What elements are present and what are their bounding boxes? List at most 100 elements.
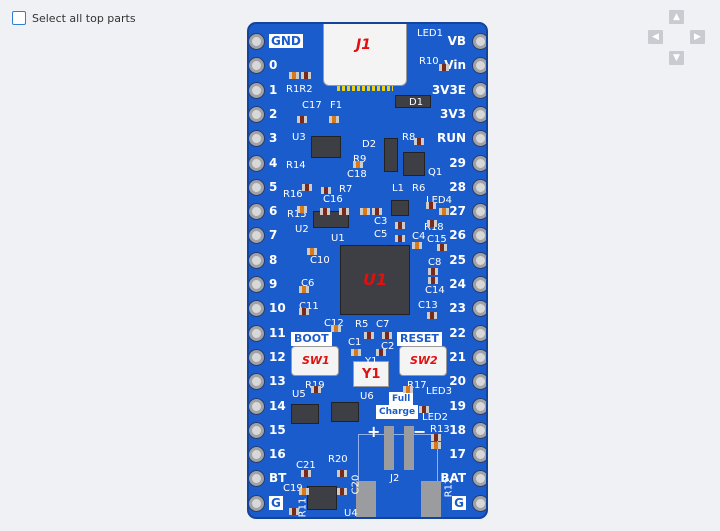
left-pin-hole[interactable] xyxy=(249,58,264,74)
smd-component[interactable] xyxy=(395,235,405,242)
smd-component[interactable] xyxy=(364,332,374,339)
component-label-c20[interactable]: C20 xyxy=(350,474,362,495)
u5-chip[interactable] xyxy=(291,404,319,424)
smd-component[interactable] xyxy=(427,312,437,319)
component-label-c4[interactable]: C4 xyxy=(412,231,426,242)
component-label-r9[interactable]: R9 xyxy=(353,154,367,165)
component-label-c21[interactable]: C21 xyxy=(296,460,316,471)
component-label-r15[interactable]: R15 xyxy=(287,209,307,220)
right-pin-hole[interactable] xyxy=(473,228,486,244)
component-label-r8[interactable]: R8 xyxy=(402,132,416,143)
smd-component[interactable] xyxy=(412,242,422,249)
component-label-d1[interactable]: D1 xyxy=(409,97,424,108)
component-label-c16[interactable]: C16 xyxy=(323,194,343,205)
component-label-led2[interactable]: LED2 xyxy=(422,412,448,423)
smd-component[interactable] xyxy=(302,184,312,191)
right-pin-hole[interactable] xyxy=(473,422,486,438)
left-pin-hole[interactable] xyxy=(249,179,264,195)
pan-down-button[interactable]: ▼ xyxy=(669,51,684,65)
component-label-l1[interactable]: L1 xyxy=(392,183,404,194)
u2-chip[interactable] xyxy=(313,211,349,228)
component-label-c7[interactable]: C7 xyxy=(376,319,390,330)
component-label-r13[interactable]: R13 xyxy=(430,424,450,435)
d2-diode[interactable] xyxy=(384,138,398,172)
right-pin-hole[interactable] xyxy=(473,34,486,49)
right-pin-hole[interactable] xyxy=(473,252,486,268)
smd-component[interactable] xyxy=(289,508,299,515)
usb-c-connector[interactable]: J1 xyxy=(323,24,407,86)
left-pin-hole[interactable] xyxy=(249,277,264,292)
right-pin-hole[interactable] xyxy=(473,106,486,122)
component-label-c17[interactable]: C17 xyxy=(302,100,322,111)
smd-component[interactable] xyxy=(437,244,447,251)
select-all-checkbox[interactable] xyxy=(12,11,26,25)
left-pin-hole[interactable] xyxy=(249,228,264,244)
left-pin-hole[interactable] xyxy=(249,252,264,268)
component-label-c2[interactable]: C2 xyxy=(381,341,395,352)
component-label-led3[interactable]: LED3 xyxy=(426,386,452,397)
component-label-c14[interactable]: C14 xyxy=(425,285,445,296)
pan-left-button[interactable]: ◀ xyxy=(648,30,663,44)
component-label-led4[interactable]: LED4 xyxy=(426,195,452,206)
right-pin-hole[interactable] xyxy=(473,447,486,463)
component-label-c10[interactable]: C10 xyxy=(310,255,330,266)
smd-component[interactable] xyxy=(360,208,370,215)
mcu-chip[interactable]: U1 xyxy=(340,245,410,315)
component-label-u3[interactable]: U3 xyxy=(292,132,306,143)
component-label-r10[interactable]: R10 xyxy=(419,56,439,67)
left-pin-hole[interactable] xyxy=(249,82,264,98)
left-pin-hole[interactable] xyxy=(249,422,264,438)
smd-component[interactable] xyxy=(395,222,405,229)
u4-chip[interactable] xyxy=(307,486,337,510)
smd-component[interactable] xyxy=(329,116,339,123)
component-label-r1r2[interactable]: R1R2 xyxy=(286,84,313,95)
component-label-u2[interactable]: U2 xyxy=(295,224,309,235)
battery-connector-j2[interactable] xyxy=(358,434,438,517)
smd-component[interactable] xyxy=(289,72,299,79)
smd-component[interactable] xyxy=(428,268,438,275)
right-pin-hole[interactable] xyxy=(473,204,486,220)
component-label-u4[interactable]: U4 xyxy=(344,508,358,519)
smd-component[interactable] xyxy=(372,208,382,215)
left-pin-hole[interactable] xyxy=(249,155,264,171)
smd-component[interactable] xyxy=(431,434,441,441)
component-label-c5[interactable]: C5 xyxy=(374,229,388,240)
smd-component[interactable] xyxy=(419,406,429,413)
pan-up-button[interactable]: ▲ xyxy=(669,10,684,24)
component-label-c15[interactable]: C15 xyxy=(427,234,447,245)
right-pin-hole[interactable] xyxy=(473,179,486,195)
component-label-r20[interactable]: R20 xyxy=(328,454,348,465)
pan-right-button[interactable]: ▶ xyxy=(690,30,705,44)
smd-component[interactable] xyxy=(337,470,347,477)
smd-component[interactable] xyxy=(301,72,311,79)
smd-component[interactable] xyxy=(331,325,341,332)
smd-component[interactable] xyxy=(337,488,347,495)
smd-component[interactable] xyxy=(301,470,311,477)
right-pin-hole[interactable] xyxy=(473,131,486,147)
right-pin-hole[interactable] xyxy=(473,495,486,511)
smd-component[interactable] xyxy=(297,206,307,213)
component-label-j2[interactable]: J2 xyxy=(390,473,400,484)
component-label-r14[interactable]: R14 xyxy=(286,160,306,171)
smd-component[interactable] xyxy=(403,386,413,393)
crystal-y1[interactable]: Y1 xyxy=(353,361,389,387)
component-label-c19[interactable]: C19 xyxy=(283,483,303,494)
smd-component[interactable] xyxy=(414,138,424,145)
right-pin-hole[interactable] xyxy=(473,82,486,98)
reset-switch[interactable]: SW2 xyxy=(399,346,447,376)
smd-component[interactable] xyxy=(353,161,363,168)
right-pin-hole[interactable] xyxy=(473,398,486,414)
component-label-r18[interactable]: R18 xyxy=(424,222,444,233)
smd-component[interactable] xyxy=(439,208,449,215)
component-label-c11[interactable]: C11 xyxy=(299,301,319,312)
component-label-r17[interactable]: R17 xyxy=(407,380,427,391)
right-pin-hole[interactable] xyxy=(473,58,486,74)
smd-component[interactable] xyxy=(427,220,437,227)
smd-component[interactable] xyxy=(431,442,441,449)
right-pin-hole[interactable] xyxy=(473,155,486,171)
smd-component[interactable] xyxy=(351,349,361,356)
component-label-y1[interactable]: Y1 xyxy=(365,356,378,367)
u6-chip[interactable] xyxy=(331,402,359,422)
component-label-r16[interactable]: R16 xyxy=(283,189,303,200)
component-label-q1[interactable]: Q1 xyxy=(428,167,443,178)
